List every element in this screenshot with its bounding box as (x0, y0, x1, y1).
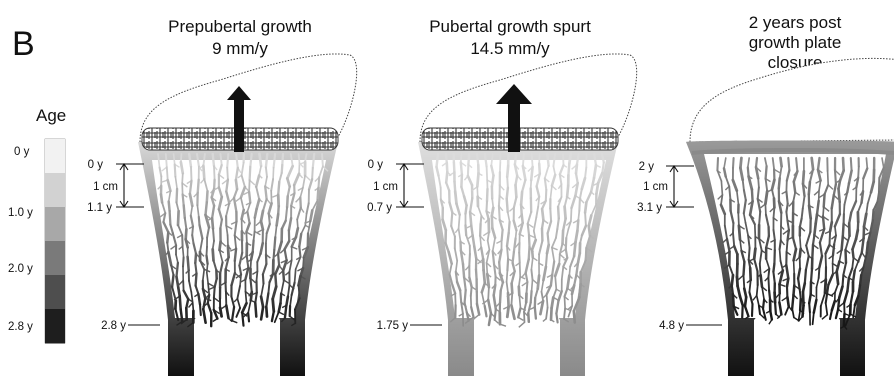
legend-step (45, 275, 65, 310)
bone-title-line1: Prepubertal growth (168, 17, 312, 36)
legend-title: Age (36, 106, 66, 125)
bone-title-line2: growth plate (749, 33, 842, 52)
bone-pubertal: Pubertal growth spurt 14.5 mm/y 0 y 1 cm… (367, 17, 637, 376)
age-label-mid: 0.7 y (367, 202, 392, 214)
legend-step (45, 309, 65, 344)
age-label-top: 2 y (639, 161, 655, 173)
legend-step (45, 173, 65, 208)
legend-tick-2y: 2.0 y (8, 263, 33, 275)
scale-label: 1 cm (643, 181, 668, 193)
bone-title-line2: 14.5 mm/y (470, 39, 550, 58)
scale-label: 1 cm (373, 181, 398, 193)
age-label-top: 0 y (368, 159, 384, 171)
age-legend: Age 0 y 1.0 y 2.0 y 2.8 y (8, 106, 66, 344)
epiphysis-outline (690, 58, 894, 142)
age-label-mid: 3.1 y (637, 202, 662, 214)
legend-tick-1y: 1.0 y (8, 207, 33, 219)
legend-tick-2-8y: 2.8 y (8, 321, 33, 333)
legend-tick-0y: 0 y (14, 146, 30, 158)
legend-step (45, 241, 65, 276)
bone-prepubertal: Prepubertal growth 9 mm/y 0 y 1 cm 1.1 y… (87, 17, 357, 376)
age-label-bottom: 4.8 y (659, 320, 684, 332)
bone-title-line1: 2 years post (749, 13, 842, 32)
age-label-mid: 1.1 y (87, 202, 112, 214)
bone-title-line1: Pubertal growth spurt (429, 17, 591, 36)
legend-step (45, 139, 65, 174)
legend-step (45, 207, 65, 242)
legend-steps (45, 139, 65, 344)
panel-label: B (12, 25, 35, 63)
bone-title-line2: 9 mm/y (212, 39, 268, 58)
age-label-top: 0 y (88, 159, 104, 171)
bone-post-closure: 2 years post growth plate closure 2 y 1 … (637, 13, 894, 376)
age-label-bottom: 2.8 y (101, 320, 126, 332)
scale-label: 1 cm (93, 181, 118, 193)
age-label-bottom: 1.75 y (377, 320, 409, 332)
